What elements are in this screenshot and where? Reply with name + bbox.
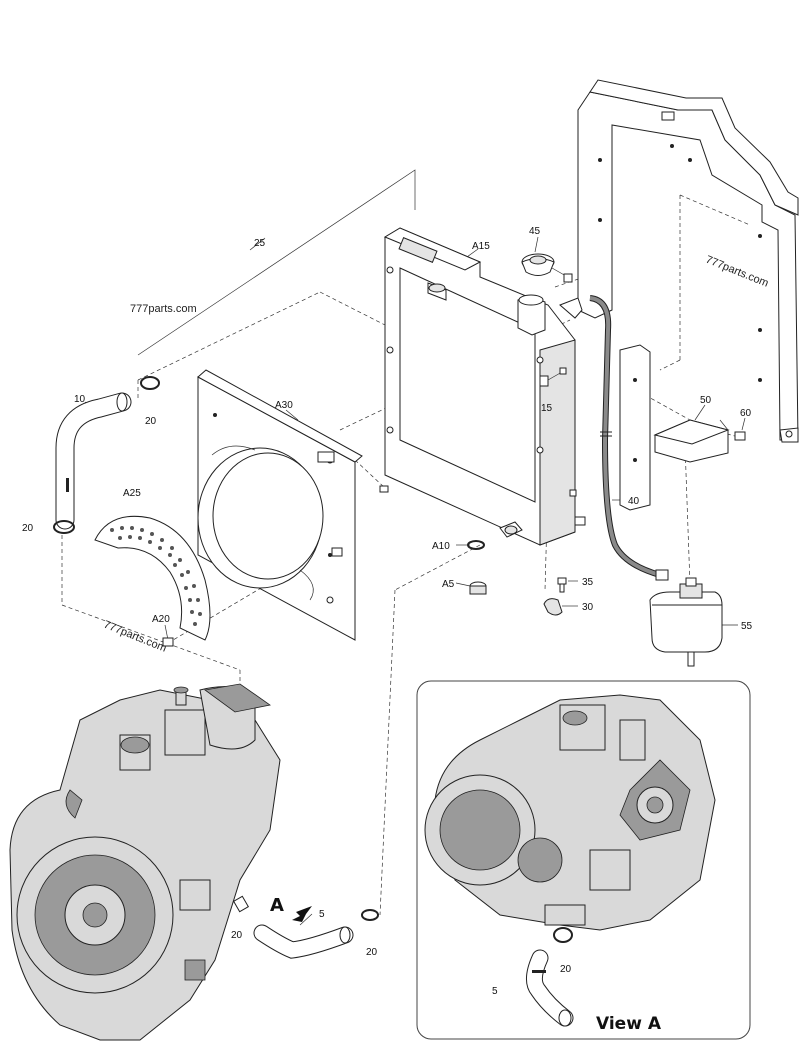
hose-clamp xyxy=(140,376,160,390)
bracket-bolt xyxy=(734,431,746,441)
hose-clamp xyxy=(53,520,75,534)
callout-5: 5 xyxy=(319,909,325,920)
radiator-support-frame xyxy=(577,79,799,443)
hose-clamp xyxy=(361,909,379,921)
inset-title: View A xyxy=(596,1014,662,1034)
watermark: 777parts.com xyxy=(704,254,770,290)
radiator xyxy=(383,227,583,546)
callout-45: 45 xyxy=(529,226,541,237)
reservoir-tray xyxy=(653,419,730,463)
callout-a15: A15 xyxy=(472,241,490,252)
callout-60: 60 xyxy=(740,408,752,419)
clamp-bolt xyxy=(557,577,567,593)
o-ring xyxy=(467,540,485,550)
fan-shroud xyxy=(197,369,389,641)
callout-20: 20 xyxy=(560,964,572,975)
callout-30: 30 xyxy=(582,602,594,613)
coolant-reservoir xyxy=(649,577,723,667)
view-arrow-icon xyxy=(292,906,312,922)
callout-a25: A25 xyxy=(123,488,141,499)
drain-plug xyxy=(469,581,487,595)
callout-25: 25 xyxy=(254,238,266,249)
callout-55: 55 xyxy=(741,621,753,632)
callout-40: 40 xyxy=(628,496,640,507)
callout-35: 35 xyxy=(582,577,594,588)
callout-5: 5 xyxy=(492,986,498,997)
lower-radiator-hose xyxy=(253,924,354,959)
fan-guard xyxy=(94,515,211,647)
callout-labels: 25 10 20 20 20 20 20 A15 45 A30 15 50 60… xyxy=(22,226,753,997)
callout-a30: A30 xyxy=(275,400,293,411)
upper-radiator-hose xyxy=(55,392,132,530)
callout-15: 15 xyxy=(541,403,553,414)
hose-clamp xyxy=(232,895,250,913)
callout-20: 20 xyxy=(22,523,34,534)
engine-main xyxy=(9,683,281,1041)
view-a-inset xyxy=(416,680,751,1040)
radiator-cap xyxy=(521,253,573,283)
overflow-hose xyxy=(589,295,669,581)
watermark: 777parts.com xyxy=(130,303,197,315)
callout-20: 20 xyxy=(366,947,378,958)
reservoir-bracket xyxy=(569,344,651,526)
callout-20: 20 xyxy=(145,416,157,427)
callout-a20: A20 xyxy=(152,614,170,625)
hose-clip xyxy=(543,598,563,616)
drain-bolt xyxy=(539,367,567,387)
view-marker-label: A xyxy=(270,895,284,916)
callout-50: 50 xyxy=(700,395,712,406)
callout-a5: A5 xyxy=(442,579,455,590)
callout-10: 10 xyxy=(74,394,86,405)
callout-20: 20 xyxy=(231,930,243,941)
callout-a10: A10 xyxy=(432,541,450,552)
